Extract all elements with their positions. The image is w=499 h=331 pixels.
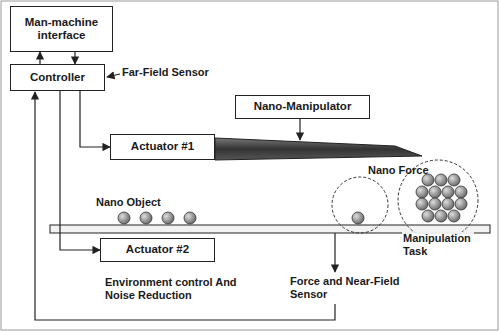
- controller-box: Controller: [10, 64, 105, 91]
- leader-line: [107, 74, 120, 77]
- box-text: Controller: [30, 71, 85, 84]
- nano-objects: [118, 212, 364, 224]
- sensor-label: Far-Field Sensor: [122, 66, 232, 79]
- force-label: Nano Force: [368, 164, 448, 177]
- sensor-arrow: [334, 233, 335, 272]
- box-text: Actuator #2: [126, 243, 189, 256]
- leader-line: [299, 119, 300, 140]
- sensor-label: Force and Near-Field Sensor: [290, 275, 400, 300]
- connector-arrow: [60, 91, 100, 250]
- environment-label: Environment control And Noise Reduction: [105, 276, 245, 301]
- object-label: Nano Object: [96, 196, 186, 209]
- dashed-highlight: [332, 177, 388, 233]
- manipulator-arm: [215, 138, 422, 160]
- manipulator-box: Nano-Manipulator: [235, 95, 370, 119]
- actuator-box: Actuator #2: [100, 238, 215, 262]
- nano-cluster: [416, 174, 467, 222]
- interface-box: Man-machine interface: [10, 6, 113, 52]
- box-text: Actuator #1: [131, 140, 194, 153]
- actuator-box: Actuator #1: [110, 134, 215, 160]
- box-text: Man-machine interface: [11, 16, 112, 42]
- connector-arrow: [39, 52, 40, 64]
- box-text: Nano-Manipulator: [254, 100, 352, 113]
- connector-arrow: [80, 91, 110, 147]
- connector-arrow: [74, 52, 75, 64]
- task-label: Manipulation Task: [402, 232, 474, 257]
